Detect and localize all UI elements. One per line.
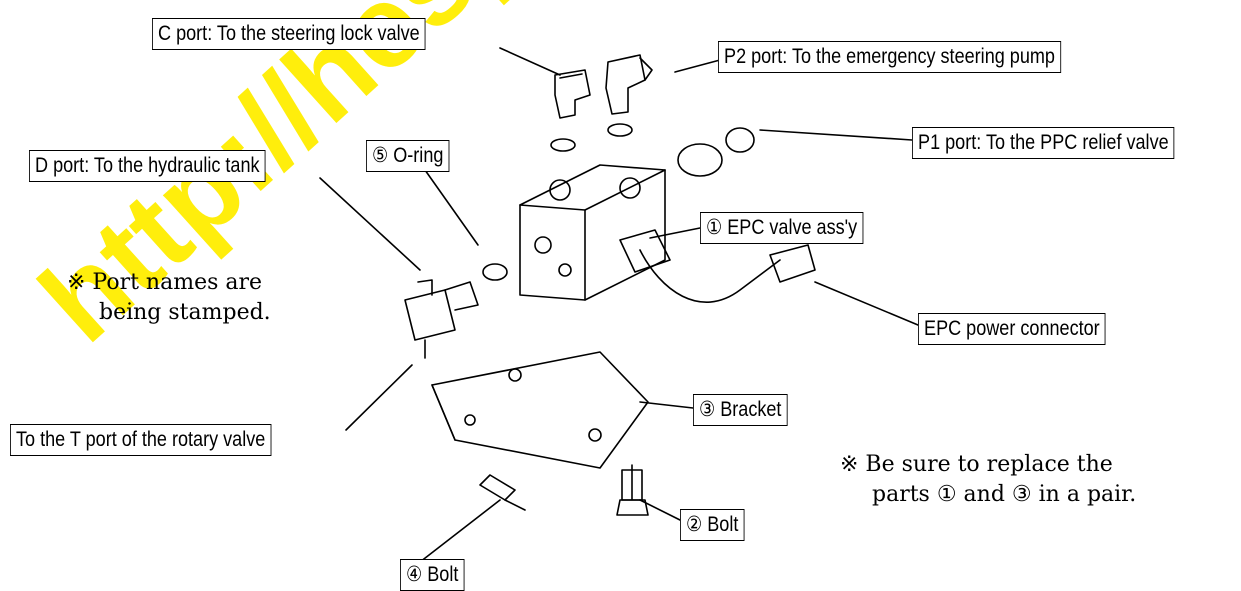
- d-port-label: D port: To the hydraulic tank: [29, 150, 266, 182]
- epc-connector-label: EPC power connector: [918, 313, 1106, 345]
- port-names-note-line1: ※ Port names are: [67, 270, 263, 295]
- o-ring-label: ⑤ O-ring: [366, 140, 450, 172]
- p2-port-label: P2 port: To the emergency steering pump: [718, 41, 1062, 73]
- bolts: [479, 464, 649, 516]
- elbow-fittings: [550, 54, 653, 152]
- p1-port-label: P1 port: To the PPC relief valve: [912, 127, 1175, 159]
- valve-block: [519, 164, 666, 301]
- bracket-label: ③ Bracket: [693, 394, 788, 426]
- bracket-part: [431, 351, 649, 469]
- port-names-note: ※ Port names are being stamped.: [67, 268, 271, 328]
- epc-valve-label: ① EPC valve ass'y: [700, 212, 864, 244]
- leader-lines: [319, 47, 919, 563]
- replace-parts-note-line2: parts ① and ③ in a pair.: [872, 482, 1137, 507]
- port-names-note-line2: being stamped.: [99, 300, 271, 325]
- replace-parts-note-line1: ※ Be sure to replace the: [840, 452, 1113, 477]
- t-port-label: To the T port of the rotary valve: [10, 424, 272, 456]
- bolt-4-label: ④ Bolt: [400, 559, 465, 591]
- c-port-label: C port: To the steering lock valve: [152, 18, 426, 50]
- replace-parts-note: ※ Be sure to replace the parts ① and ③ i…: [840, 450, 1136, 510]
- bolt-2-label: ② Bolt: [680, 509, 745, 541]
- epc-valve: [619, 127, 816, 303]
- d-port-fitting: [404, 263, 508, 359]
